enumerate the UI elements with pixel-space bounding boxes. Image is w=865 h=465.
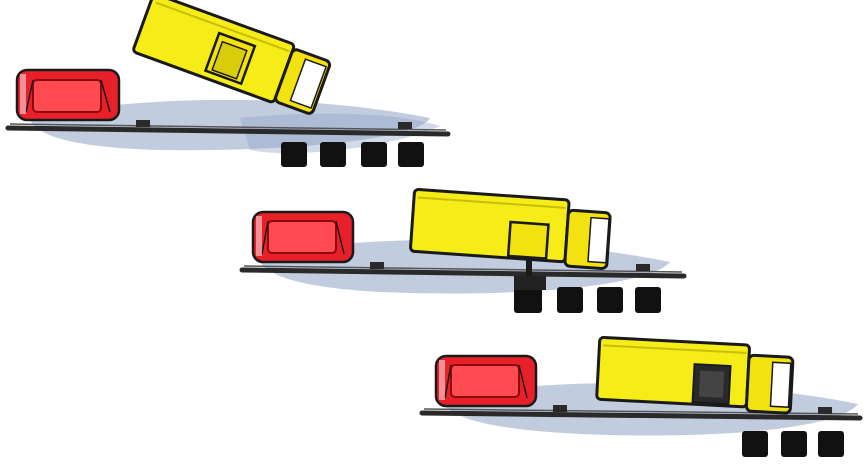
panel-2: [242, 189, 684, 313]
panel-1-yellow-truck: [133, 0, 333, 117]
panel-3-yellow-truck: [596, 337, 793, 413]
panel-3-wheels: [742, 431, 844, 457]
panel-1-red-car: [17, 70, 119, 120]
panel-3-red-car: [436, 356, 536, 406]
panel-1: [8, 0, 448, 167]
panel-3: [422, 337, 860, 457]
panel-2-red-car: [253, 212, 353, 262]
